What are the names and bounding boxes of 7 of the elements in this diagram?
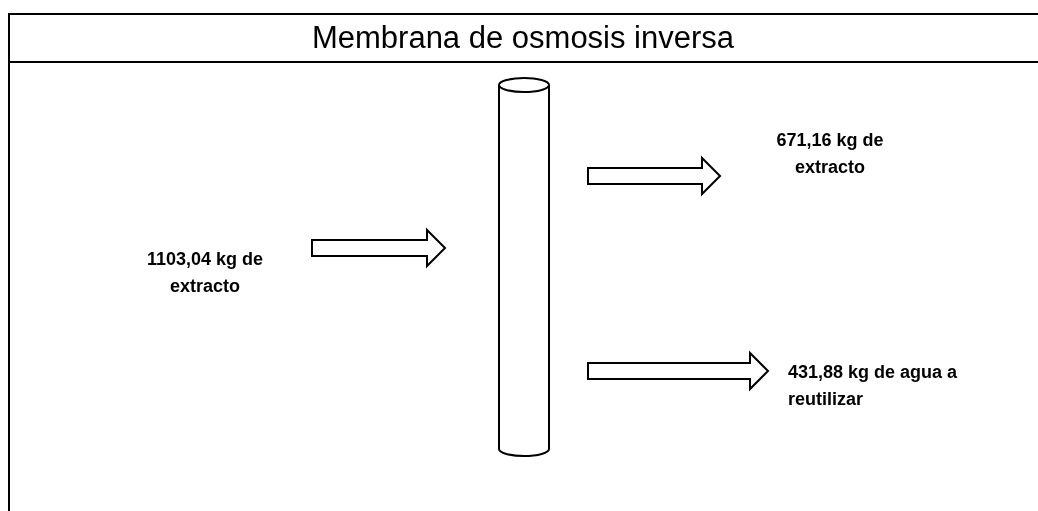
block-arrow bbox=[587, 350, 770, 392]
stream-label: 671,16 kg de extracto bbox=[775, 129, 885, 179]
stream-label: 431,88 kg de agua a reutilizar bbox=[788, 361, 959, 411]
block-arrow bbox=[311, 227, 447, 269]
title: Membrana de osmosis inversa bbox=[311, 21, 735, 53]
stream-label: 1103,04 kg de extracto bbox=[145, 248, 265, 298]
block-arrow bbox=[587, 155, 722, 197]
